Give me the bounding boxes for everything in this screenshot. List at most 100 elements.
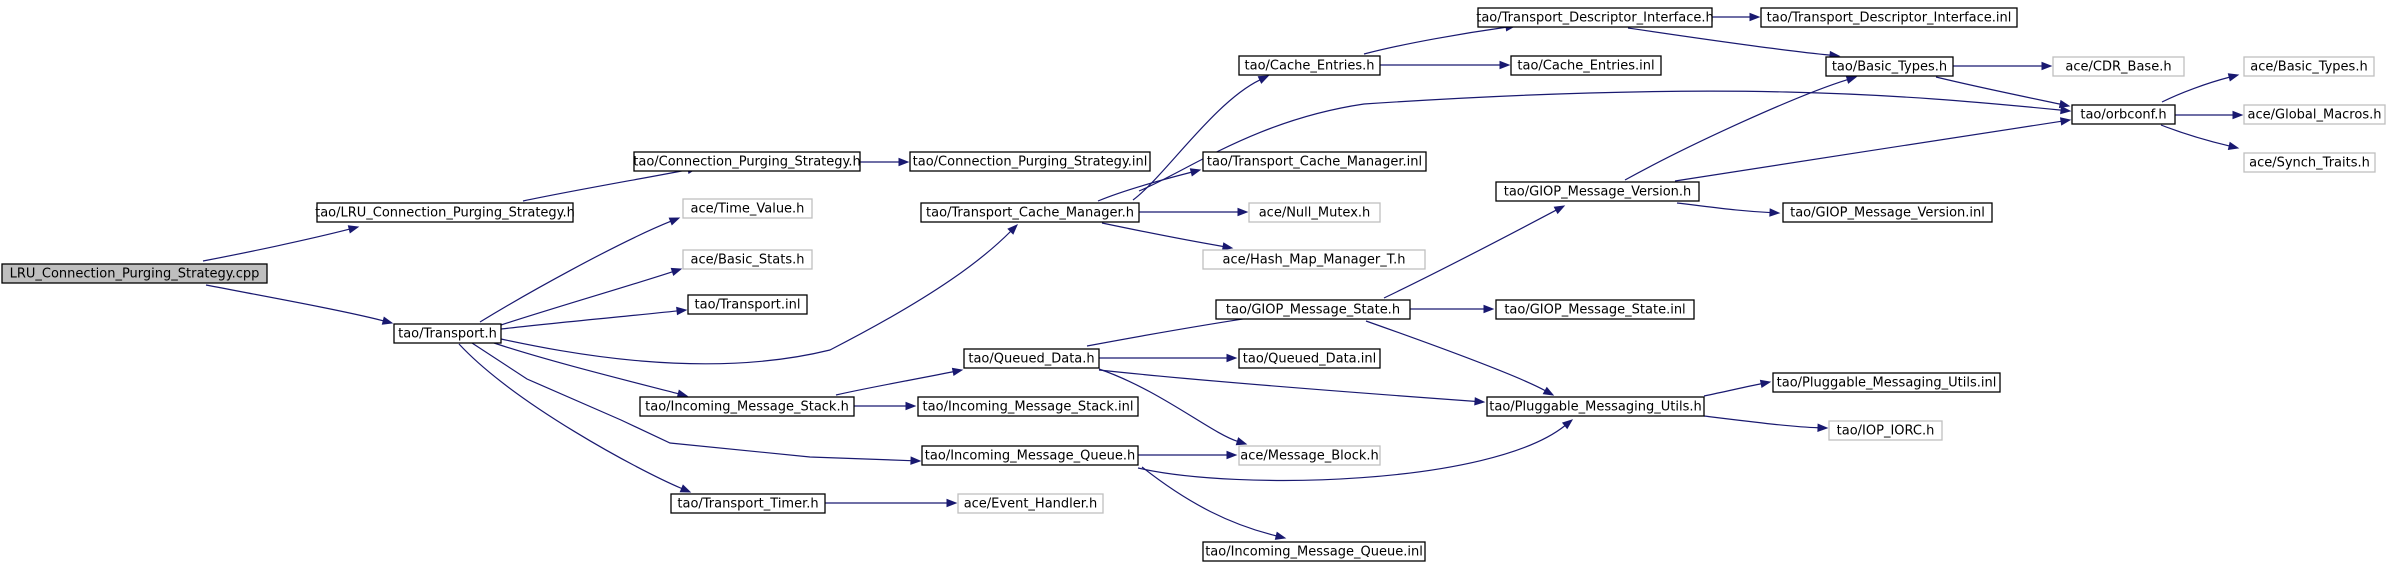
node-pmu-h[interactable]: tao/Pluggable_Messaging_Utils.h — [1486, 396, 1705, 417]
node-gmv-h[interactable]: tao/GIOP_Message_Version.h — [1495, 181, 1700, 202]
edge-orbconf-to-basic_types_ace — [2161, 73, 2240, 103]
edge-line — [522, 169, 689, 202]
node-label: tao/Basic_Types.h — [1832, 60, 1947, 75]
node-label: ace/Synch_Traits.h — [2249, 156, 2370, 171]
node-box — [1202, 541, 1426, 562]
edge-gmv_h-to-basic_types_tao — [1624, 75, 1858, 181]
node-tcm-h[interactable]: tao/Transport_Cache_Manager.h — [920, 202, 1140, 223]
arrowhead-icon — [2227, 73, 2240, 82]
node-box — [1238, 445, 1381, 466]
node-box — [920, 202, 1140, 223]
node-box — [1477, 7, 1713, 28]
node-tdi-h[interactable]: tao/Transport_Descriptor_Interface.h — [1476, 7, 1714, 28]
edge-ims_h-to-qd_h — [835, 367, 964, 396]
node-box — [1495, 299, 1695, 320]
node-gms-h[interactable]: tao/GIOP_Message_State.h — [1215, 299, 1411, 320]
node-imq-h[interactable]: tao/Incoming_Message_Queue.h — [921, 445, 1139, 466]
node-global-macros[interactable]: ace/Global_Macros.h — [2243, 104, 2386, 125]
node-transport-inl[interactable]: tao/Transport.inl — [687, 294, 808, 315]
node-label: ace/Null_Mutex.h — [1259, 206, 1371, 221]
node-label: tao/Incoming_Message_Stack.inl — [923, 400, 1134, 415]
node-box — [1, 263, 268, 284]
edge-line — [835, 371, 954, 396]
edge-cache_entries_h-to-cache_entries_inl — [1380, 60, 1511, 70]
edge-tdi_h-to-tdi_inl — [1712, 12, 1761, 22]
arrowhead-icon — [1257, 75, 1270, 84]
node-tcm-inl[interactable]: tao/Transport_Cache_Manager.inl — [1202, 151, 1427, 172]
node-event-handler[interactable]: ace/Event_Handler.h — [957, 493, 1104, 514]
edge-line — [1086, 314, 1268, 347]
edge-line — [2160, 124, 2230, 147]
node-box — [2052, 56, 2185, 77]
node-label: tao/orbconf.h — [2080, 108, 2166, 123]
node-cache-entries-inl[interactable]: tao/Cache_Entries.inl — [1510, 55, 1662, 76]
arrowhead-icon — [1237, 207, 1249, 217]
node-cps-inl[interactable]: tao/Connection_Purging_Strategy.inl — [909, 151, 1151, 172]
node-cache-entries-h[interactable]: tao/Cache_Entries.h — [1238, 55, 1381, 76]
node-label: tao/Connection_Purging_Strategy.h — [633, 155, 861, 170]
node-label: tao/Queued_Data.h — [968, 352, 1094, 367]
arrowhead-icon — [347, 225, 360, 234]
arrowhead-icon — [1845, 75, 1858, 84]
edge-lru_cpp-to-lru_h — [202, 225, 360, 262]
node-basic-types-tao[interactable]: tao/Basic_Types.h — [1825, 56, 1954, 77]
node-hash-map[interactable]: ace/Hash_Map_Manager_T.h — [1202, 249, 1426, 270]
node-gmv-inl[interactable]: tao/GIOP_Message_Version.inl — [1782, 202, 1993, 223]
node-message-block[interactable]: ace/Message_Block.h — [1238, 445, 1381, 466]
edge-transport_h-to-time_value — [479, 217, 681, 323]
node-label: tao/Transport.inl — [695, 298, 801, 313]
node-transport-h[interactable]: tao/Transport.h — [393, 323, 502, 344]
node-label: ace/Basic_Stats.h — [691, 253, 805, 268]
edge-basic_types_tao-to-orbconf — [1935, 76, 2071, 109]
node-pmu-inl[interactable]: tao/Pluggable_Messaging_Utils.inl — [1772, 372, 2001, 393]
node-time-value[interactable]: ace/Time_Value.h — [682, 198, 813, 219]
arrowhead-icon — [676, 306, 688, 316]
file-nodes: LRU_Connection_Purging_Strategy.cpp tao/L… — [1, 7, 2386, 562]
edge-transport_h-to-tcm_h — [500, 224, 1018, 365]
node-null-mutex[interactable]: ace/Null_Mutex.h — [1248, 202, 1381, 223]
node-imq-inl[interactable]: tao/Incoming_Message_Queue.inl — [1202, 541, 1426, 562]
node-tdi-inl[interactable]: tao/Transport_Descriptor_Interface.inl — [1760, 7, 2018, 28]
edge-gms_h-to-pmu_h — [1365, 320, 1555, 396]
edge-line — [1098, 368, 1238, 442]
arrowhead-icon — [1749, 12, 1761, 22]
edge-orbconf-to-synch_traits — [2160, 124, 2240, 150]
edge-tcm_h-to-cache_entries_h — [1132, 75, 1270, 201]
arrowhead-icon — [1274, 531, 1287, 540]
edge-line — [1141, 466, 1277, 537]
edge-line — [1703, 383, 1762, 397]
node-label: ace/Basic_Types.h — [2250, 60, 2367, 75]
arrowhead-icon — [1769, 208, 1781, 217]
node-timer-h[interactable]: tao/Transport_Timer.h — [670, 493, 826, 514]
arrowhead-icon — [1007, 224, 1018, 235]
node-basic-types-ace[interactable]: ace/Basic_Types.h — [2243, 56, 2375, 77]
node-cps-h[interactable]: tao/Connection_Purging_Strategy.h — [633, 151, 861, 172]
node-lru-cpp[interactable]: LRU_Connection_Purging_Strategy.cpp — [1, 263, 268, 284]
node-iop-iorc[interactable]: tao/IOP_IORC.h — [1828, 420, 1943, 441]
node-lru-h[interactable]: tao/LRU_Connection_Purging_Strategy.h — [315, 202, 575, 223]
node-basic-stats[interactable]: ace/Basic_Stats.h — [682, 249, 813, 270]
node-gms-inl[interactable]: tao/GIOP_Message_State.inl — [1495, 299, 1695, 320]
arrowhead-icon — [2227, 141, 2240, 150]
node-box — [909, 151, 1151, 172]
node-qd-h[interactable]: tao/Queued_Data.h — [963, 348, 1100, 369]
node-cdr-base[interactable]: ace/CDR_Base.h — [2052, 56, 2185, 77]
node-box — [682, 249, 813, 270]
edge-transport_h-to-transport_inl — [500, 306, 688, 330]
node-ims-inl[interactable]: tao/Incoming_Message_Stack.inl — [917, 396, 1139, 417]
node-qd-inl[interactable]: tao/Queued_Data.inl — [1238, 348, 1381, 369]
edge-cps_h-to-cps_inl — [860, 157, 910, 167]
node-orbconf[interactable]: tao/orbconf.h — [2071, 104, 2176, 125]
arrowhead-icon — [1499, 60, 1511, 70]
node-ims-h[interactable]: tao/Incoming_Message_Stack.h — [639, 396, 855, 417]
node-label: tao/Queued_Data.inl — [1243, 352, 1377, 367]
node-label: ace/Event_Handler.h — [964, 497, 1098, 512]
node-synch-traits[interactable]: ace/Synch_Traits.h — [2243, 152, 2376, 173]
node-box — [1215, 299, 1411, 320]
node-box — [1828, 420, 1943, 441]
arrowhead-icon — [679, 484, 692, 493]
node-label: tao/GIOP_Message_State.h — [1226, 303, 1400, 318]
edge-lru_cpp-to-transport_h — [205, 284, 394, 325]
node-box — [639, 396, 855, 417]
node-box — [393, 323, 502, 344]
